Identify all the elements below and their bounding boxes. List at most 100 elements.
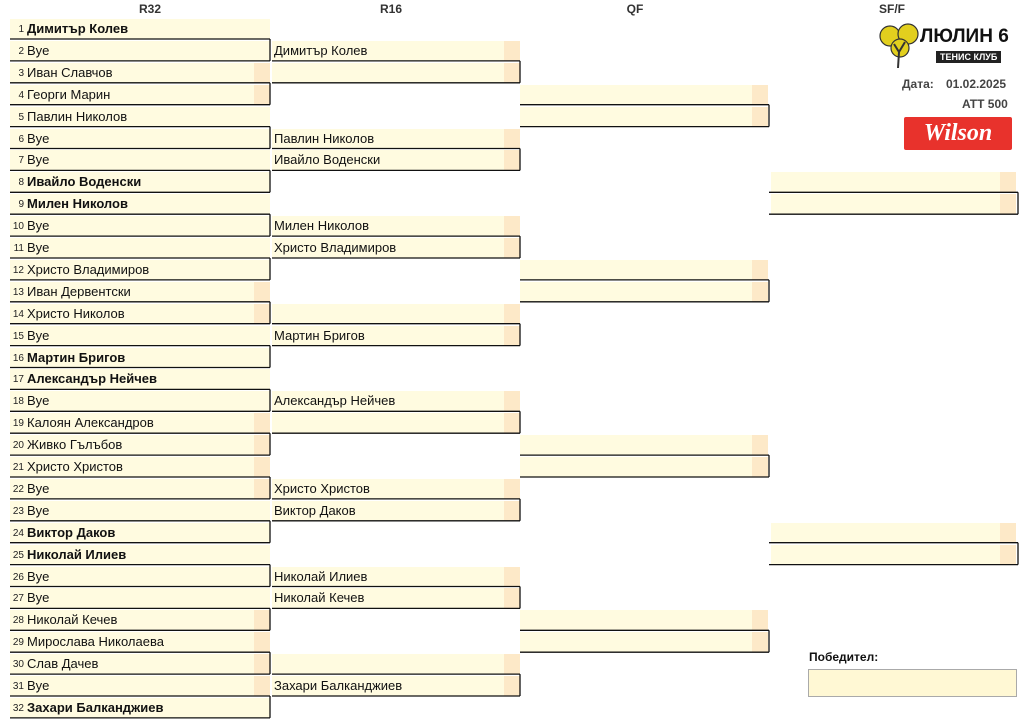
qf-slot[interactable]	[520, 106, 768, 127]
r16-slot[interactable]	[272, 62, 520, 83]
score-cell[interactable]	[254, 62, 270, 83]
score-cell[interactable]	[504, 303, 520, 324]
score-cell[interactable]	[752, 632, 768, 653]
score-cell[interactable]	[254, 654, 270, 675]
qf-slot[interactable]	[520, 610, 768, 631]
score-cell[interactable]	[254, 303, 270, 324]
score-cell[interactable]	[254, 676, 270, 696]
score-cell[interactable]	[752, 259, 768, 280]
r16-slot[interactable]: Захари Балканджиев	[272, 676, 520, 696]
score-cell[interactable]	[254, 632, 270, 653]
score-cell[interactable]	[254, 84, 270, 105]
r16-slot[interactable]	[272, 303, 520, 324]
sf-slot[interactable]	[771, 194, 1016, 215]
score-cell[interactable]	[504, 238, 520, 258]
sf-slot[interactable]	[771, 522, 1016, 543]
qf-slot[interactable]	[520, 632, 768, 653]
score-cell[interactable]	[504, 128, 520, 149]
score-cell[interactable]	[504, 325, 520, 346]
score-cell[interactable]	[752, 610, 768, 631]
r16-slot[interactable]	[272, 413, 520, 434]
r16-slot[interactable]: Димитър Колев	[272, 40, 520, 61]
r16-slot[interactable]: Ивайло Воденски	[272, 150, 520, 171]
r16-slot[interactable]: Николай Кечев	[272, 588, 520, 609]
score-cell[interactable]	[752, 84, 768, 105]
qf-slot[interactable]	[520, 457, 768, 477]
qf-slot[interactable]	[520, 84, 768, 105]
sf-slot[interactable]	[771, 172, 1016, 193]
winner-box[interactable]	[808, 669, 1017, 697]
score-cell[interactable]	[504, 391, 520, 412]
score-cell[interactable]	[504, 676, 520, 696]
r16-slot[interactable]: Христо Владимиров	[272, 238, 520, 258]
score-cell[interactable]	[752, 435, 768, 456]
score-cell[interactable]	[254, 413, 270, 434]
score-cell[interactable]	[504, 150, 520, 171]
score-cell[interactable]	[254, 281, 270, 302]
score-cell[interactable]	[254, 457, 270, 477]
score-cell[interactable]	[1000, 172, 1016, 193]
score-cell[interactable]	[504, 478, 520, 499]
score-cell[interactable]	[504, 566, 520, 587]
qf-slot[interactable]	[520, 259, 768, 280]
sf-slot[interactable]	[771, 544, 1016, 565]
r16-slot[interactable]: Павлин Николов	[272, 128, 520, 149]
score-cell[interactable]	[504, 588, 520, 609]
r16-slot[interactable]: Мартин Бригов	[272, 325, 520, 346]
score-cell[interactable]	[504, 500, 520, 521]
score-cell[interactable]	[1000, 544, 1016, 565]
score-cell[interactable]	[752, 457, 768, 477]
qf-slot[interactable]	[520, 281, 768, 302]
score-cell[interactable]	[1000, 522, 1016, 543]
r16-slot[interactable]: Христо Христов	[272, 478, 520, 499]
r16-slot[interactable]: Виктор Даков	[272, 500, 520, 521]
score-cell[interactable]	[752, 106, 768, 127]
score-cell[interactable]	[1000, 194, 1016, 215]
score-cell[interactable]	[254, 610, 270, 631]
r16-slot[interactable]: Николай Илиев	[272, 566, 520, 587]
score-cell[interactable]	[504, 654, 520, 675]
score-cell[interactable]	[504, 216, 520, 237]
score-cell[interactable]	[254, 435, 270, 456]
score-cell[interactable]	[254, 478, 270, 499]
r16-slot[interactable]: Александър Нейчев	[272, 391, 520, 412]
score-cell[interactable]	[752, 281, 768, 302]
score-cell[interactable]	[504, 413, 520, 434]
score-cell[interactable]	[504, 62, 520, 83]
r16-slot[interactable]: Милен Николов	[272, 216, 520, 237]
score-cell[interactable]	[504, 40, 520, 61]
qf-slot[interactable]	[520, 435, 768, 456]
r16-slot[interactable]	[272, 654, 520, 675]
